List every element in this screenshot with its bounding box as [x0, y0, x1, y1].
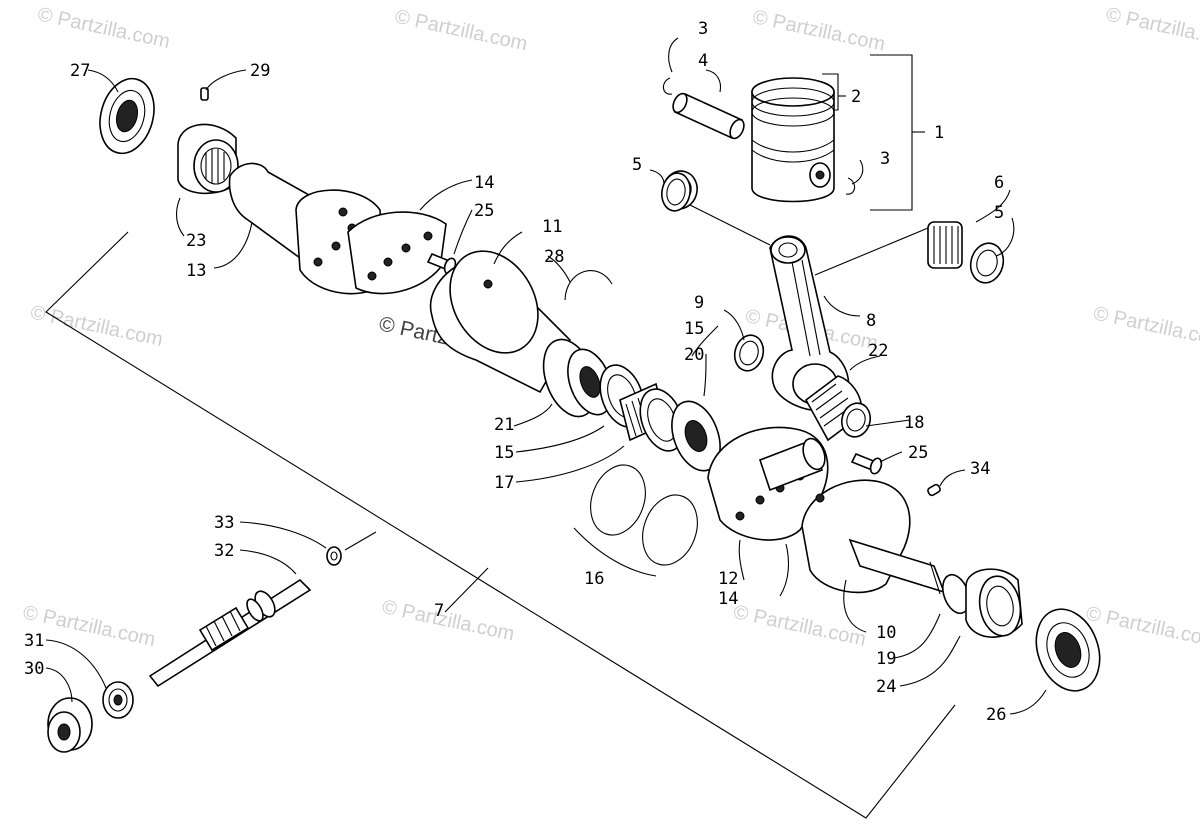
callout-3: 3 [698, 19, 708, 39]
callout-33: 33 [214, 513, 234, 533]
callout-4: 4 [698, 51, 708, 71]
callout-34: 34 [970, 459, 990, 479]
callout-9: 9 [694, 293, 704, 313]
callout-3: 3 [880, 149, 890, 169]
callout-20: 20 [684, 345, 704, 365]
leader-lines [45, 37, 1047, 715]
callout-31: 31 [24, 631, 44, 651]
callout-14: 14 [718, 589, 738, 609]
callout-2: 2 [851, 87, 861, 107]
callout-29: 29 [250, 61, 270, 81]
gear-shaft-group [47, 531, 377, 753]
piston-group [662, 54, 925, 211]
callout-21: 21 [494, 415, 514, 435]
callout-28: 28 [544, 247, 564, 267]
gear-teeth [205, 610, 241, 647]
watermark: © Partzilla.com [732, 601, 868, 651]
callout-14: 14 [474, 173, 494, 193]
callout-8: 8 [866, 311, 876, 331]
watermark: © Partzilla.com [1084, 602, 1200, 652]
watermark: © Partzilla.com [393, 6, 529, 56]
callout-7: 7 [434, 601, 444, 621]
bearing-23-rollers [205, 149, 225, 183]
callout-22: 22 [868, 341, 888, 361]
watermark: © Partzilla.com [751, 6, 887, 56]
callout-19: 19 [876, 649, 896, 669]
callout-labels: 1 2 3 3 4 5 5 6 7 8 9 10 11 12 13 14 14 … [24, 19, 1006, 725]
callout-24: 24 [876, 677, 896, 697]
callout-13: 13 [186, 261, 206, 281]
callout-32: 32 [214, 541, 234, 561]
watermark: © Partzilla.com [1104, 4, 1200, 54]
callout-10: 10 [876, 623, 896, 643]
callout-11: 11 [542, 217, 562, 237]
assembly-bracket [45, 231, 956, 819]
callout-5: 5 [994, 203, 1004, 223]
watermark: © Partzilla.com [1091, 302, 1200, 352]
watermark: © Partzilla.com [36, 3, 172, 53]
callout-26: 26 [986, 705, 1006, 725]
callout-23: 23 [186, 231, 206, 251]
callout-6: 6 [994, 173, 1004, 193]
callout-5: 5 [632, 155, 642, 175]
callout-18: 18 [904, 413, 924, 433]
needle-bearing-rollers [933, 226, 959, 264]
callout-30: 30 [24, 659, 44, 679]
callout-15: 15 [494, 443, 514, 463]
watermark: © Partzilla.com [380, 596, 516, 646]
callout-1: 1 [934, 123, 944, 143]
callout-25: 25 [474, 201, 494, 221]
callout-15: 15 [684, 319, 704, 339]
callout-17: 17 [494, 473, 514, 493]
callout-27: 27 [70, 61, 90, 81]
callout-16: 16 [584, 569, 604, 589]
left-crank-half [99, 77, 721, 566]
callout-25: 25 [908, 443, 928, 463]
right-crank-half [707, 426, 1101, 692]
callout-12: 12 [718, 569, 738, 589]
connecting-rod [661, 170, 1005, 442]
